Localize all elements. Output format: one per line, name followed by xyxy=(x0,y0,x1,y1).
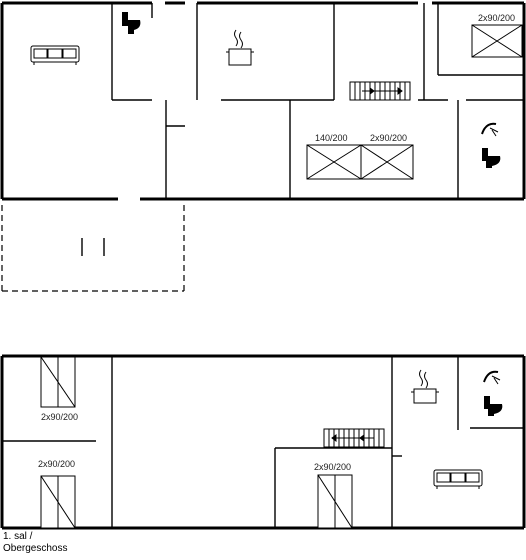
bed-icon xyxy=(471,24,523,58)
bed-label: 2x90/200 xyxy=(370,133,407,143)
shower-icon xyxy=(481,122,499,137)
bed-icon xyxy=(317,474,353,529)
upper-interior-walls xyxy=(2,356,524,528)
toilet-icon xyxy=(484,396,503,416)
bed-icon xyxy=(40,475,76,529)
bed-label: 140/200 xyxy=(315,133,348,143)
cooking-pot-icon xyxy=(411,369,439,404)
bed-icon xyxy=(306,144,414,180)
floor-label-line1: 1. sal / xyxy=(3,531,33,542)
bed-label: 2x90/200 xyxy=(478,13,515,23)
ground-interior-walls xyxy=(111,3,524,199)
toilet-icon xyxy=(482,148,501,168)
shower-icon xyxy=(483,370,501,385)
cooking-pot-icon xyxy=(226,29,254,66)
bed-label: 2x90/200 xyxy=(41,412,78,422)
bed-icon xyxy=(40,356,76,408)
sofa-icon xyxy=(433,469,483,489)
ground-floor xyxy=(0,1,526,292)
upper-floor xyxy=(0,354,526,530)
ground-outer-walls xyxy=(0,1,526,201)
sofa-icon xyxy=(30,45,80,65)
ground-terrace-posts xyxy=(81,238,105,256)
stairs-icon xyxy=(349,81,411,101)
stairs-icon xyxy=(323,428,385,448)
bed-label: 2x90/200 xyxy=(38,459,75,469)
floor-label: 1. sal / Obergeschoss xyxy=(3,531,67,555)
toilet-icon xyxy=(122,12,141,34)
ground-terrace-outline xyxy=(1,205,185,292)
upper-outer-walls xyxy=(0,354,526,530)
floor-label-line2: Obergeschoss xyxy=(3,543,68,554)
bed-label: 2x90/200 xyxy=(314,462,351,472)
